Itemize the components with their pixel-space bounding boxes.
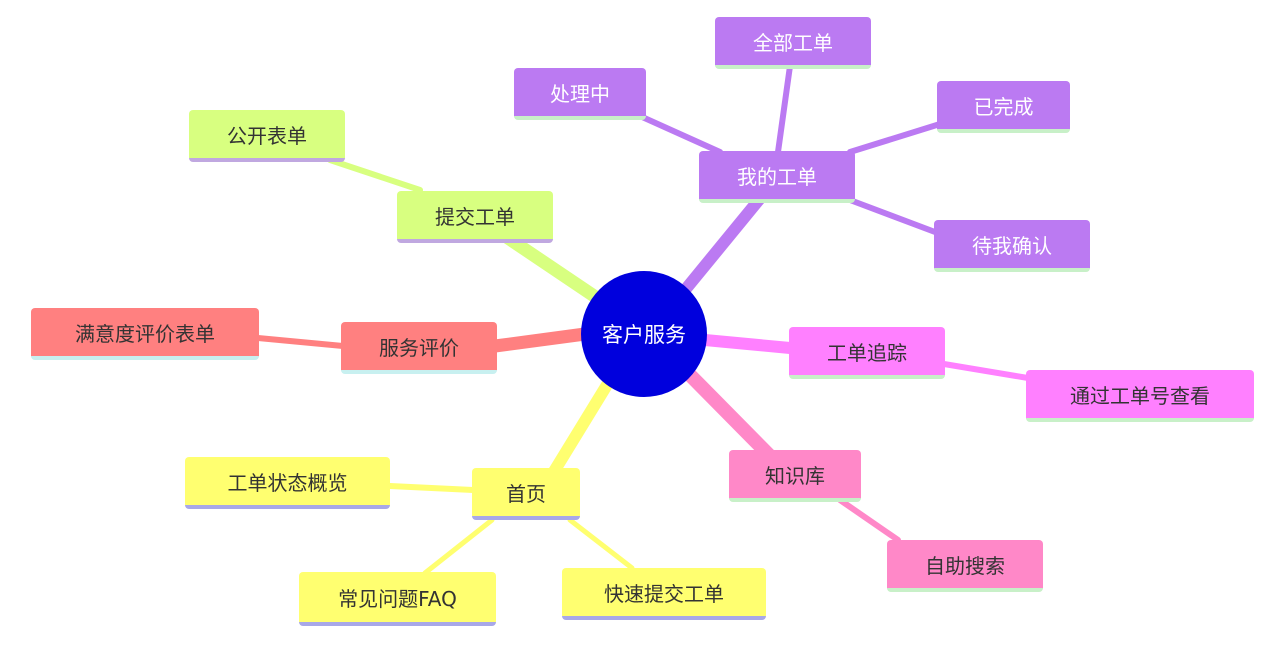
- link-my-tickets-confirm: [847, 197, 938, 235]
- branch-ticket-tracking[interactable]: 工单追踪: [789, 327, 945, 379]
- link-root-submit-ticket: [498, 229, 607, 307]
- leaf-pending-confirm[interactable]: 待我确认: [934, 220, 1090, 272]
- leaf-by-ticket-number[interactable]: 通过工单号查看: [1026, 370, 1254, 422]
- leaf-processing[interactable]: 处理中: [514, 68, 646, 120]
- leaf-faq[interactable]: 常见问题FAQ: [299, 572, 496, 626]
- leaf-satisfaction-form[interactable]: 满意度评价表单: [31, 308, 259, 360]
- link-submit-public-form: [327, 157, 423, 193]
- leaf-all-tickets[interactable]: 全部工单: [715, 17, 871, 69]
- link-my-tickets-all: [775, 63, 793, 155]
- link-home-quick-submit: [567, 517, 635, 571]
- link-my-tickets-processing: [637, 113, 723, 155]
- leaf-public-form[interactable]: 公开表单: [189, 110, 345, 162]
- link-root-my-tickets: [679, 190, 768, 296]
- root-node[interactable]: 客户服务: [581, 271, 707, 397]
- link-home-status: [387, 483, 476, 493]
- branch-submit-ticket[interactable]: 提交工单: [397, 191, 553, 243]
- link-review-satisfaction: [255, 335, 346, 349]
- link-root-knowledge-base: [683, 368, 777, 463]
- link-tracking-by-number: [941, 361, 1031, 381]
- leaf-quick-submit[interactable]: 快速提交工单: [562, 568, 766, 620]
- link-kb-self-search: [837, 497, 901, 543]
- branch-my-tickets[interactable]: 我的工单: [699, 151, 855, 203]
- leaf-status-overview[interactable]: 工单状态概览: [185, 457, 390, 509]
- link-root-home: [544, 374, 616, 484]
- link-root-ticket-tracking: [699, 334, 796, 354]
- branch-home[interactable]: 首页: [472, 468, 580, 520]
- link-home-faq: [422, 517, 495, 576]
- branch-knowledge-base[interactable]: 知识库: [729, 450, 861, 502]
- branch-service-review[interactable]: 服务评价: [341, 322, 497, 374]
- link-root-service-review: [488, 327, 592, 353]
- leaf-completed[interactable]: 已完成: [937, 81, 1070, 133]
- link-my-tickets-done: [847, 121, 943, 155]
- leaf-self-search[interactable]: 自助搜索: [887, 540, 1043, 592]
